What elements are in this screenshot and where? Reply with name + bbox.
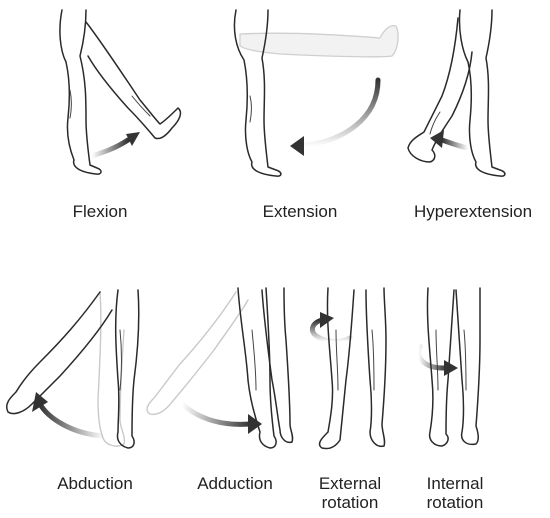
external-rotation-figure <box>320 288 386 449</box>
label-internal-rotation: Internal rotation <box>410 474 500 512</box>
flexion-figure <box>60 10 181 174</box>
adduction-arrow <box>182 404 262 434</box>
label-abduction: Abduction <box>40 474 150 493</box>
label-external-rotation: External rotation <box>305 474 395 512</box>
internal-rotation-arrow <box>418 346 458 376</box>
label-internal-line2: rotation <box>410 493 500 512</box>
abduction-figure <box>7 290 139 448</box>
label-external-line2: rotation <box>305 493 395 512</box>
hyperextension-figure <box>408 10 505 176</box>
abduction-arrow <box>32 392 104 436</box>
external-rotation-arrow <box>312 312 350 341</box>
extension-figure <box>234 10 398 176</box>
label-adduction: Adduction <box>180 474 290 493</box>
label-flexion: Flexion <box>50 202 150 221</box>
flexion-arrow <box>92 132 140 156</box>
label-external-line1: External <box>305 474 395 493</box>
hyperextension-arrow <box>430 130 468 148</box>
extension-arrow <box>290 80 378 156</box>
label-hyperextension: Hyperextension <box>398 202 548 221</box>
label-internal-line1: Internal <box>410 474 500 493</box>
label-extension: Extension <box>240 202 360 221</box>
